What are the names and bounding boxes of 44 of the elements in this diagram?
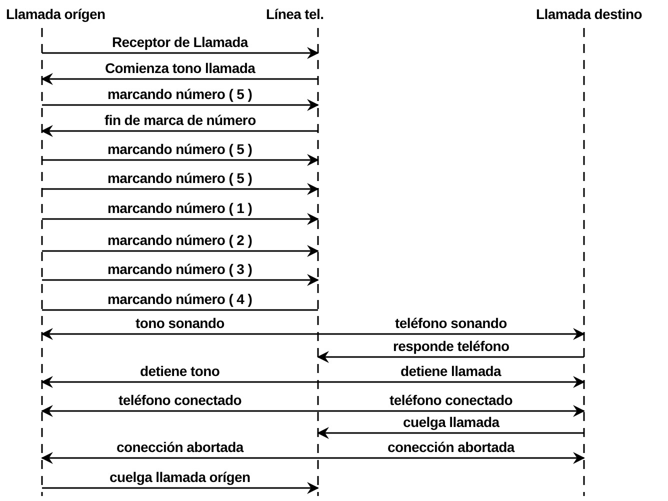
message-label: cuelga llamada orígen xyxy=(108,470,252,485)
lifeline-heading: Línea tel. xyxy=(266,6,324,22)
message-arrow xyxy=(41,73,318,85)
message-label: detiene tono xyxy=(138,364,222,379)
message-label: fin de marca de número xyxy=(102,113,258,128)
message-label: marcando número ( 1 ) xyxy=(106,201,254,216)
message-arrow xyxy=(317,427,584,439)
message-label: cuelga llamada xyxy=(401,415,502,430)
message-arrow xyxy=(41,452,318,464)
message-arrow xyxy=(318,376,585,388)
message-label: teléfono conectado xyxy=(388,393,514,408)
message-label: Receptor de Llamada xyxy=(110,35,250,50)
message-arrow xyxy=(41,328,318,340)
message-label: teléfono sonando xyxy=(393,316,509,331)
message-label: teléfono conectado xyxy=(116,393,244,408)
message-label: marcando número ( 5 ) xyxy=(106,142,254,157)
message-label: marcando número ( 5 ) xyxy=(106,171,254,186)
message-arrow xyxy=(42,183,319,195)
message-arrow xyxy=(318,405,585,417)
message-arrow xyxy=(42,482,319,494)
message-arrow xyxy=(42,154,319,166)
message-label: Comienza tono llamada xyxy=(103,61,258,76)
message-arrow xyxy=(318,452,585,464)
message-label: marcando número ( 3 ) xyxy=(106,262,254,277)
message-arrow xyxy=(42,99,319,111)
message-arrow xyxy=(41,125,318,137)
message-arrow xyxy=(317,351,584,363)
message-arrow xyxy=(41,376,318,388)
message-label: marcando número ( 4 ) xyxy=(106,292,254,307)
message-label: responde teléfono xyxy=(391,339,512,354)
message-arrow xyxy=(42,274,319,286)
message-label: detiene llamada xyxy=(398,364,504,379)
lifeline-heading: Llamada destino xyxy=(536,6,642,22)
lifeline-heading: Llamada orígen xyxy=(6,6,106,22)
message-arrow xyxy=(42,245,319,257)
message-arrow xyxy=(41,405,318,417)
message-label: marcando número ( 5 ) xyxy=(106,87,254,102)
message-label: marcando número ( 2 ) xyxy=(106,233,254,248)
message-arrow xyxy=(318,328,585,340)
message-label: tono sonando xyxy=(134,316,226,331)
message-label: conección abortada xyxy=(114,440,246,455)
message-arrow xyxy=(42,213,319,225)
message-arrow xyxy=(42,47,319,59)
message-label: conección abortada xyxy=(386,440,516,455)
